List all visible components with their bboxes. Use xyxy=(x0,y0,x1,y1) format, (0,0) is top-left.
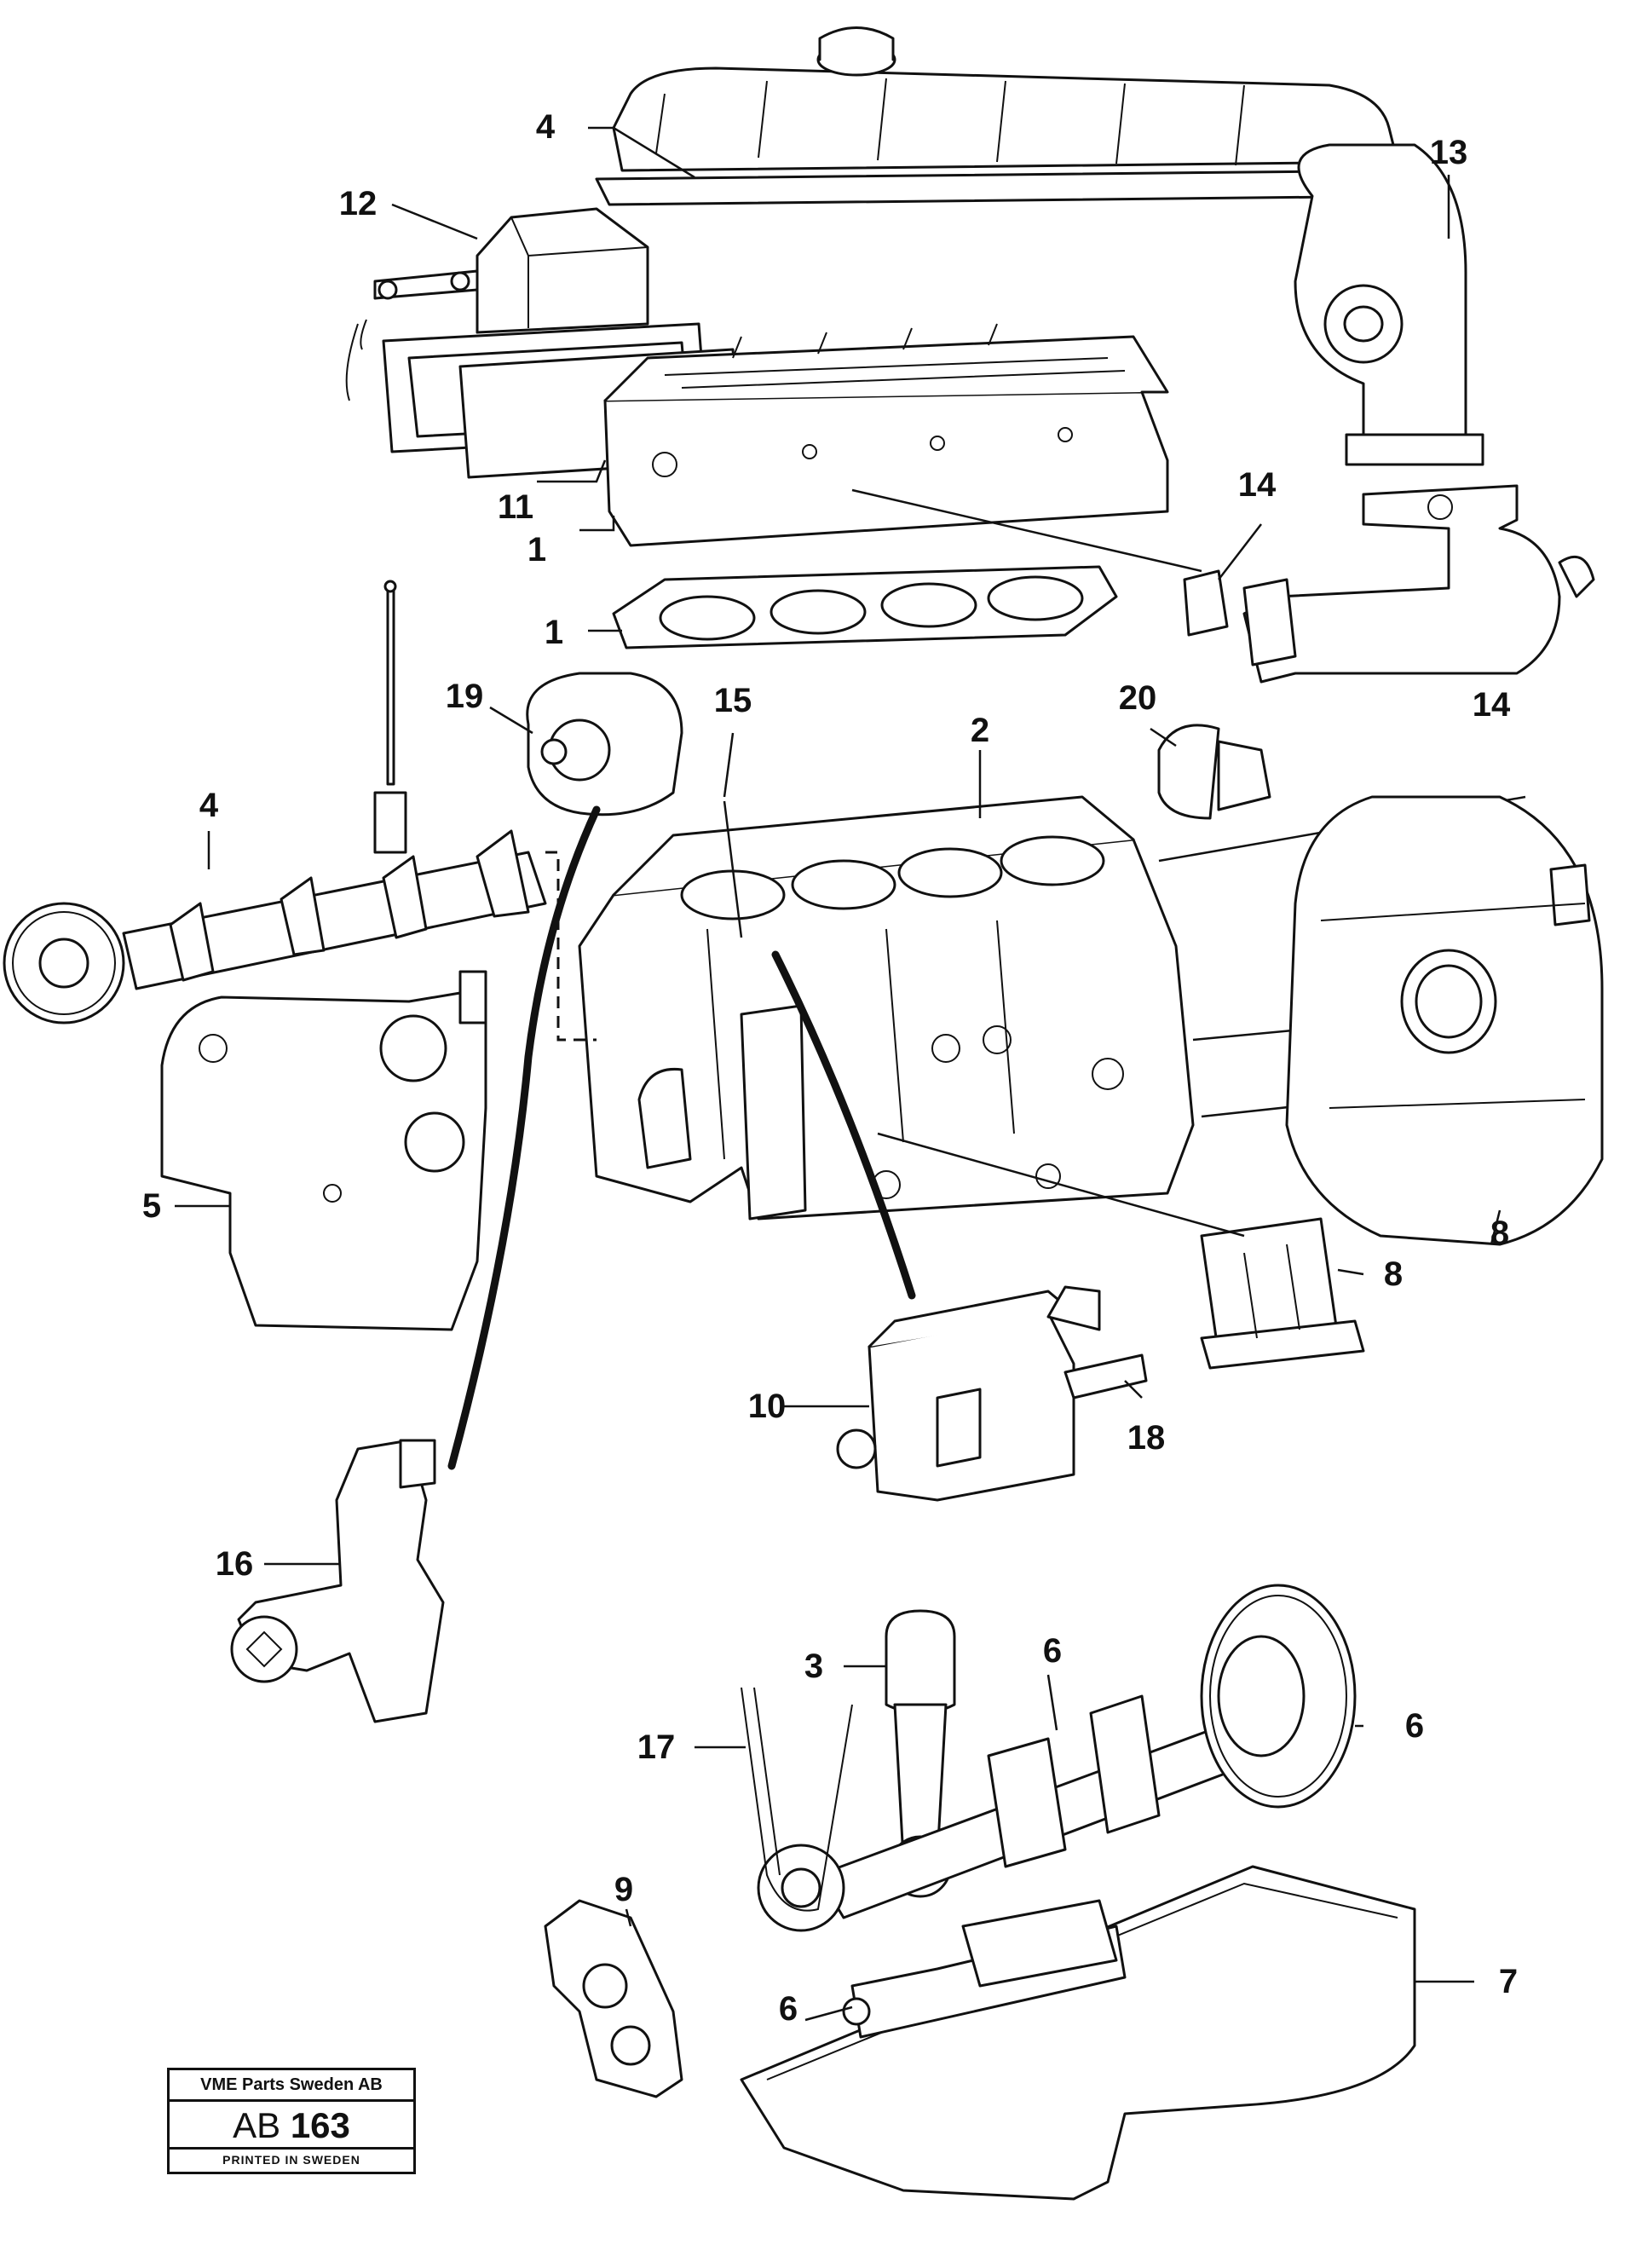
connection-lines xyxy=(447,488,1245,1470)
callout-sump: 7 xyxy=(1499,1963,1518,2000)
reference-code-number: 163 xyxy=(290,2105,350,2145)
callout-piston: 3 xyxy=(804,1648,823,1685)
callout-camshaft: 4 xyxy=(199,787,219,824)
water-pump xyxy=(526,672,683,817)
crankshaft xyxy=(757,1694,1229,1932)
reference-code: AB 163 xyxy=(170,2099,413,2152)
callout-cable: 18 xyxy=(1127,1419,1166,1457)
fuel-injection-pump xyxy=(836,1285,1148,1502)
engine-mount-bracket xyxy=(1200,1217,1365,1370)
callout-labels: 1 1 2 3 4 4 5 6 6 6 7 8 8 9 10 11 12 13 … xyxy=(142,108,1518,2028)
callout-leaders xyxy=(175,126,1502,2022)
callout-head-gasket: 1 xyxy=(545,614,563,651)
breather-housing xyxy=(373,207,649,334)
oil-pump xyxy=(544,1899,683,2098)
callout-oil-pump: 9 xyxy=(614,1871,633,1908)
callout-belts: 17 xyxy=(637,1728,676,1766)
reference-footer: PRINTED IN SWEDEN xyxy=(170,2147,413,2172)
callout-intake-manifold: 11 xyxy=(498,488,533,526)
callout-turbo: 13 xyxy=(1430,134,1468,171)
callout-oil-pump-shaft: 6 xyxy=(779,1990,798,2028)
callout-exhaust-manifold: 14 xyxy=(1473,686,1511,724)
cylinder-head xyxy=(603,323,1169,547)
reference-box: VME Parts Sweden AB AB 163 PRINTED IN SW… xyxy=(167,2068,416,2174)
reference-code-prefix: AB xyxy=(233,2105,281,2145)
callout-block: 2 xyxy=(971,712,989,749)
callout-head: 1 xyxy=(527,531,546,568)
callout-valve-cover: 4 xyxy=(536,108,556,146)
callout-exhaust-gasket: 14 xyxy=(1238,466,1277,504)
callout-oil-filter: 16 xyxy=(216,1545,254,1583)
timing-cover xyxy=(160,970,487,1331)
turbocharger xyxy=(1294,143,1484,466)
head-gasket xyxy=(612,565,1118,649)
flywheel-housing xyxy=(1285,795,1604,1246)
engine-block xyxy=(578,795,1195,1221)
reference-company: VME Parts Sweden AB xyxy=(170,2070,413,2102)
dipstick xyxy=(383,580,397,786)
callout-pipe: 15 xyxy=(714,682,752,719)
exhaust-manifold xyxy=(1183,484,1595,684)
callout-timing-cover: 5 xyxy=(142,1187,161,1225)
callout-crankshaft: 6 xyxy=(1043,1632,1062,1670)
callout-injection-pump: 10 xyxy=(748,1388,787,1425)
camshaft xyxy=(3,791,547,1024)
callout-thermostat: 20 xyxy=(1119,679,1157,717)
valve-cover xyxy=(595,26,1416,206)
callout-flywheel: 6 xyxy=(1405,1707,1424,1745)
v-belts xyxy=(741,1687,853,1912)
oil-sump xyxy=(740,1865,1416,2201)
callout-flywheel-housing: 8 xyxy=(1490,1215,1509,1252)
callout-water-pump: 19 xyxy=(446,678,484,715)
callout-breather: 12 xyxy=(339,185,378,222)
thermostat-housing xyxy=(1157,724,1271,820)
callout-mount-bracket: 8 xyxy=(1384,1255,1403,1293)
flywheel xyxy=(1200,1584,1357,1809)
oil-filter-housing xyxy=(230,1439,445,1723)
